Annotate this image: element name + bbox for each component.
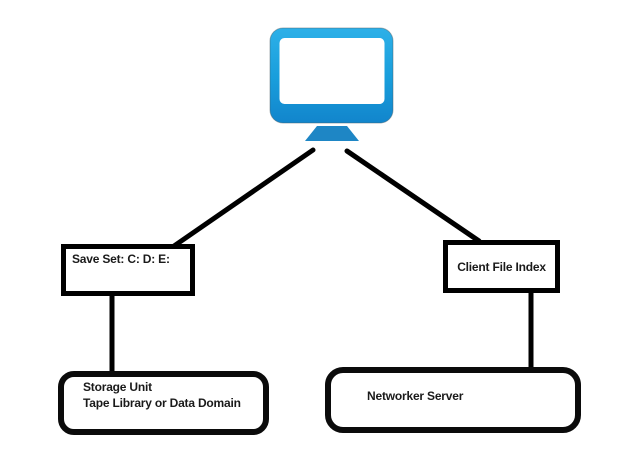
storage-unit-label-line1: Storage Unit xyxy=(83,380,152,394)
monitor-screen xyxy=(279,38,385,104)
connector-computer-to-save-set xyxy=(171,147,316,249)
client-file-index-label: Client File Index xyxy=(457,259,546,274)
node-networker-server: Networker Server xyxy=(325,367,581,433)
monitor-stand xyxy=(305,126,359,141)
storage-unit-label-line2: Tape Library or Data Domain xyxy=(83,395,241,410)
node-client-file-index: Client File Index xyxy=(443,240,560,293)
networker-server-label: Networker Server xyxy=(367,389,464,403)
save-set-label: Save Set: C: D: E: xyxy=(72,252,170,266)
node-save-set: Save Set: C: D: E: xyxy=(61,244,195,296)
node-storage-unit: Storage Unit Tape Library or Data Domain xyxy=(58,371,269,435)
computer-monitor-icon xyxy=(269,27,394,141)
connector-computer-to-client-file-index xyxy=(344,148,482,244)
